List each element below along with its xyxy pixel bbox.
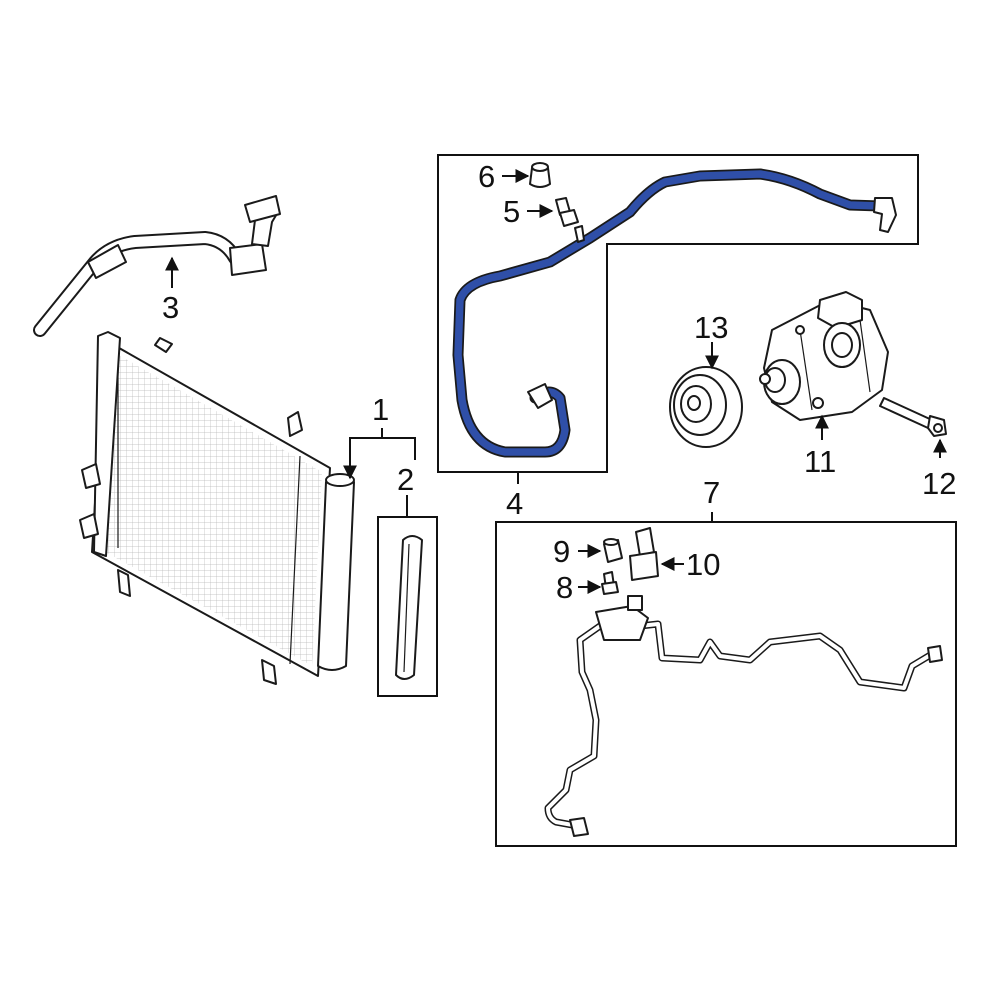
- part-4-group-box: [437, 154, 919, 473]
- suction-hose-part-4[interactable]: [452, 168, 897, 458]
- cap-part-6[interactable]: [529, 162, 551, 188]
- callout-6: 6: [478, 159, 495, 194]
- part-7-group-box: [495, 521, 957, 847]
- callout-3: 3: [162, 290, 179, 325]
- valve-part-8[interactable]: [601, 571, 619, 595]
- liquid-line-part-7[interactable]: [544, 595, 943, 837]
- receiver-drier-part-1[interactable]: [317, 473, 355, 671]
- cap-part-9[interactable]: [603, 538, 623, 563]
- callout-9: 9: [553, 534, 570, 569]
- desiccant-part-2[interactable]: [377, 495, 438, 697]
- callout-4: 4: [506, 486, 523, 521]
- callout-5: 5: [503, 194, 520, 229]
- callout-7: 7: [703, 475, 720, 510]
- clutch-pulley-part-13[interactable]: [669, 366, 743, 448]
- compressor-part-11[interactable]: [759, 291, 889, 421]
- valve-part-5[interactable]: [555, 197, 579, 227]
- callout-12: 12: [922, 466, 956, 501]
- condenser-assembly[interactable]: [79, 331, 331, 685]
- callout-11: 11: [804, 444, 836, 479]
- callout-1: 1: [372, 392, 389, 427]
- callout-13: 13: [694, 310, 728, 345]
- callout-10: 10: [686, 547, 720, 582]
- bolt-part-12[interactable]: [879, 397, 947, 437]
- callout-1-leader: [343, 428, 416, 480]
- callout-2: 2: [397, 462, 414, 497]
- callout-8: 8: [556, 570, 573, 605]
- discharge-hose-part-3[interactable]: [33, 195, 281, 337]
- pressure-switch-part-10[interactable]: [629, 527, 659, 581]
